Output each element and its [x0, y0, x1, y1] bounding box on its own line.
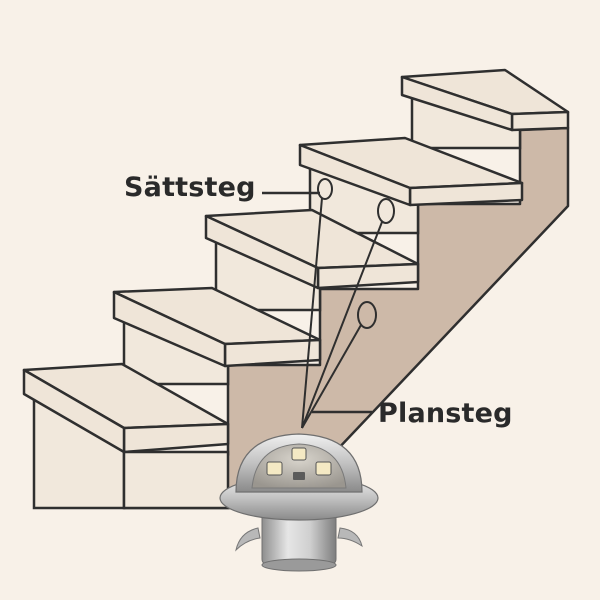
tread-label: Plansteg	[378, 398, 513, 429]
fixture-led-right	[315, 461, 332, 476]
step-5	[400, 68, 570, 150]
pointer-line-3	[301, 324, 362, 429]
tread-side-5	[400, 75, 514, 132]
pointer-line-2	[301, 221, 383, 429]
fixture-led-center	[291, 447, 307, 461]
step-2	[112, 286, 322, 386]
recessed-step-light-icon	[219, 433, 379, 572]
tread-side-3	[204, 214, 320, 290]
tread-front-1	[122, 422, 230, 454]
mount-marker-riser-right	[377, 198, 395, 224]
fixture-spring-clip-right	[337, 527, 363, 548]
fixture-led-driver	[293, 472, 305, 480]
tread-side-4	[298, 143, 412, 207]
tread-side-2	[112, 290, 227, 368]
fixture-housing-bottom	[261, 558, 337, 572]
fixture-lens	[251, 443, 347, 489]
tread-front-3	[316, 262, 420, 290]
fixture-led-left	[266, 461, 283, 476]
tread-front-4	[408, 181, 524, 207]
mount-marker-stringer	[357, 301, 377, 329]
tread-front-2	[223, 338, 322, 368]
mount-marker-riser-left	[317, 178, 333, 200]
step-1	[22, 362, 230, 510]
riser-1	[122, 450, 230, 510]
pointer-line-1	[301, 197, 323, 429]
riser-label: Sättsteg	[124, 172, 256, 203]
tread-front-5	[510, 110, 570, 132]
fixture-spring-clip-left	[235, 527, 261, 552]
